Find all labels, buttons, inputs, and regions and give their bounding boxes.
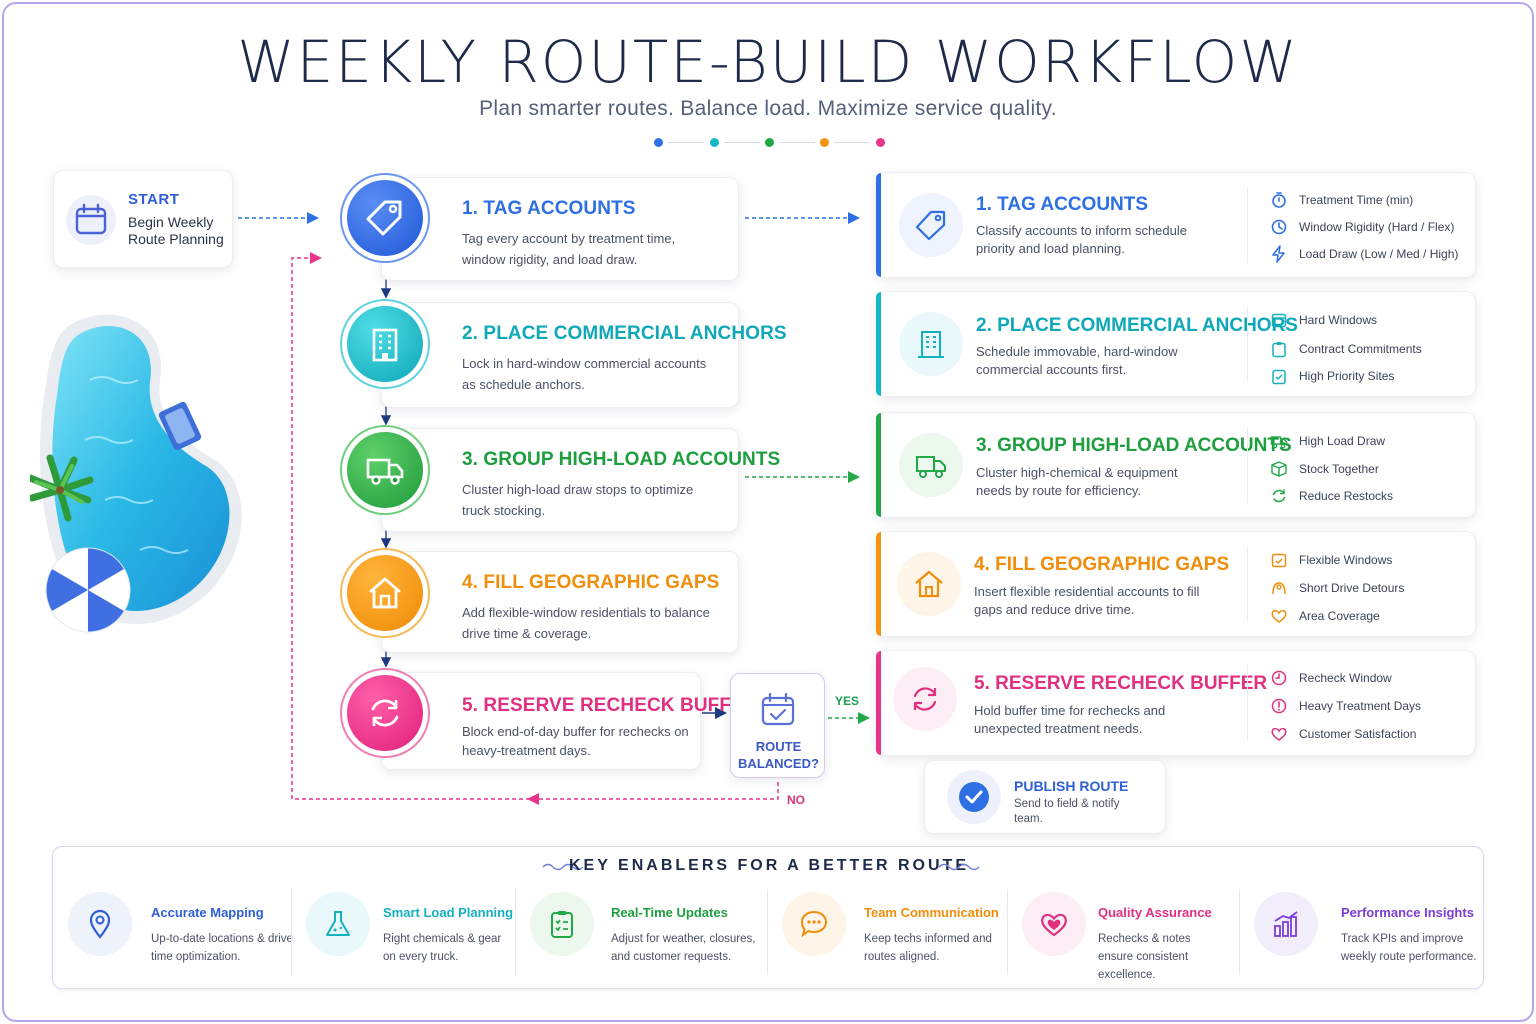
building-icon [347, 306, 423, 382]
building-icon [899, 312, 963, 376]
calendar-icon [66, 195, 116, 245]
step-circle-anchors [340, 299, 430, 389]
pool-illustration [26, 300, 260, 660]
enabler-quality-assurance: Quality Assurance Rechecks & notes ensur… [1007, 887, 1239, 981]
detail-desc: Cluster high-chemical & equipment needs … [976, 465, 1178, 498]
clock-icon [1271, 670, 1287, 686]
enabler-smart-load-planning: Smart Load Planning Right chemicals & ge… [291, 887, 515, 977]
no-label: NO [787, 793, 805, 807]
detail-desc: Classify accounts to inform schedule pri… [976, 223, 1187, 256]
step-title: 1. TAG ACCOUNTS [462, 198, 636, 219]
step-card-geographic-gaps: 4. FILL GEOGRAPHIC GAPS Add flexible-win… [381, 551, 739, 653]
step-desc: Lock in hard-window commercial accounts … [462, 356, 707, 392]
step-title: 4. FILL GEOGRAPHIC GAPS [462, 572, 720, 593]
step-circle-high-load [340, 425, 430, 515]
refresh-icon [1272, 489, 1286, 503]
enabler-performance-insights: Performance Insights Track KPIs and impr… [1239, 887, 1485, 977]
calendar-check-icon [761, 692, 795, 726]
enabler-accurate-mapping: Accurate Mapping Up-to-date locations & … [53, 887, 293, 977]
calendar-check-icon [1271, 553, 1287, 568]
key-enablers-panel: KEY ENABLERS FOR A BETTER ROUTE Accurate… [52, 846, 1484, 989]
calendar-icon [1271, 313, 1287, 328]
detail-desc: Schedule immovable, hard-window commerci… [976, 344, 1178, 377]
decision-text: ROUTE BALANCED? [738, 739, 819, 771]
step-title: 5. RESERVE RECHECK BUFFER [462, 695, 758, 716]
refresh-icon [347, 675, 423, 751]
step-card-recheck-buffer: 5. RESERVE RECHECK BUFFER Block end-of-d… [381, 672, 758, 770]
detail-title: 5. RESERVE RECHECK BUFFER [974, 673, 1268, 694]
step-card-high-load: 3. GROUP HIGH-LOAD ACCOUNTS Cluster high… [381, 428, 780, 532]
step-desc: Tag every account by treatment time, win… [462, 231, 676, 267]
alert-icon [1271, 698, 1287, 714]
house-icon [897, 552, 961, 616]
detail-title: 3. GROUP HIGH-LOAD ACCOUNTS [976, 435, 1292, 456]
lightning-icon [1272, 245, 1285, 263]
step-title: 2. PLACE COMMERCIAL ANCHORS [462, 323, 787, 344]
step-desc: Block end-of-day buffer for rechecks on … [462, 724, 689, 758]
tag-icon [347, 180, 423, 256]
flask-icon [306, 892, 370, 956]
step-circle-recheck [340, 668, 430, 758]
publish-text: Send to field & notify team. [1014, 798, 1120, 825]
detail-title: 2. PLACE COMMERCIAL ANCHORS [976, 315, 1298, 336]
heart-icon [1271, 727, 1287, 741]
publish-route-card: PUBLISH ROUTE Send to field & notify tea… [924, 760, 1166, 834]
refresh-icon [893, 667, 957, 731]
squiggle-right-icon [938, 863, 980, 871]
detail-card-geographic-gaps: 4. FILL GEOGRAPHIC GAPS Insert flexible … [876, 531, 1476, 637]
detail-card-tag-accounts: 1. TAG ACCOUNTS Classify accounts to inf… [876, 172, 1476, 278]
publish-title: PUBLISH ROUTE [1014, 778, 1129, 794]
house-icon [347, 555, 423, 631]
enabler-real-time-updates: Real-Time Updates Adjust for weather, cl… [515, 887, 767, 977]
step-card-tag-accounts: 1. TAG ACCOUNTS Tag every account by tre… [381, 177, 739, 281]
step-circle-geographic [340, 548, 430, 638]
clipboard-icon [1272, 342, 1286, 358]
truck-icon [347, 432, 423, 508]
squiggle-left-icon [542, 863, 584, 871]
chat-icon [782, 892, 846, 956]
box-icon [1271, 461, 1287, 477]
detail-card-recheck-buffer: 5. RESERVE RECHECK BUFFER Hold buffer ti… [876, 650, 1476, 756]
color-dots [654, 136, 890, 148]
heart-icon [1271, 609, 1287, 623]
route-balanced-decision: ROUTE BALANCED? [730, 673, 825, 778]
detail-desc: Insert flexible residential accounts to … [974, 584, 1200, 617]
enablers-title: KEY ENABLERS FOR A BETTER ROUTE [569, 857, 969, 874]
detail-desc: Hold buffer time for rechecks and unexpe… [974, 703, 1166, 736]
timer-icon [1272, 192, 1286, 208]
start-text: Begin Weekly Route Planning [128, 214, 224, 247]
step-title: 3. GROUP HIGH-LOAD ACCOUNTS [462, 449, 781, 470]
truck-icon [899, 433, 963, 497]
clipboard-icon [530, 892, 594, 956]
step-card-commercial-anchors: 2. PLACE COMMERCIAL ANCHORS Lock in hard… [381, 302, 787, 408]
detail-title: 4. FILL GEOGRAPHIC GAPS [974, 554, 1230, 575]
detail-title: 1. TAG ACCOUNTS [976, 194, 1149, 215]
clock-icon [1271, 219, 1287, 235]
check-circle-icon [947, 770, 1001, 824]
bar-chart-icon [1254, 892, 1318, 956]
step-desc: Cluster high-load draw stops to optimize… [462, 482, 694, 518]
enabler-team-communication: Team Communication Keep techs informed a… [767, 887, 1007, 977]
truck-icon [1270, 436, 1288, 449]
page-subtitle: Plan smarter routes. Balance load. Maxim… [479, 97, 1057, 120]
page-title: WEEKLY ROUTE-BUILD WORKFLOW [237, 28, 1299, 96]
step-circle-tag [340, 173, 430, 263]
detail-card-commercial-anchors: 2. PLACE COMMERCIAL ANCHORS Schedule imm… [876, 291, 1476, 397]
heart-icon [1022, 892, 1086, 956]
step-desc: Add flexible-window residentials to bala… [462, 605, 710, 641]
clipboard-check-icon [1272, 369, 1286, 385]
yes-label: YES [835, 694, 860, 708]
route-icon [1272, 582, 1286, 595]
start-card: START Begin Weekly Route Planning [53, 170, 233, 268]
start-title: START [128, 191, 180, 208]
map-pin-icon [68, 892, 132, 956]
tag-icon [899, 193, 963, 257]
detail-card-high-load: 3. GROUP HIGH-LOAD ACCOUNTS Cluster high… [876, 412, 1476, 518]
